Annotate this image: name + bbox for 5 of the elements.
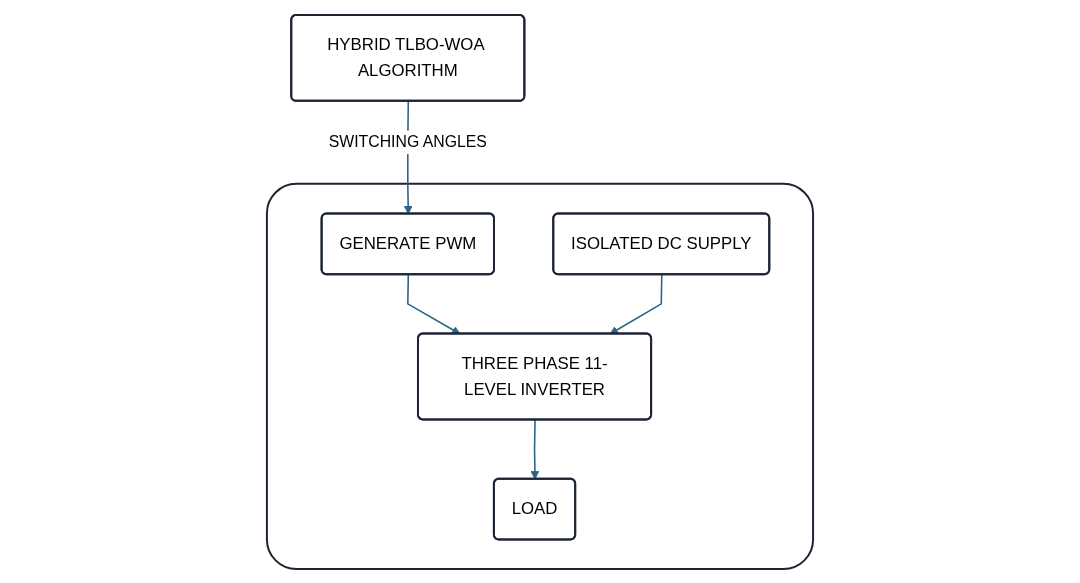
edge-label: SWITCHING ANGLES [328,132,487,150]
cluster [265,182,815,570]
arrow [530,418,540,480]
arrow [407,273,461,334]
arrow [609,273,663,334]
